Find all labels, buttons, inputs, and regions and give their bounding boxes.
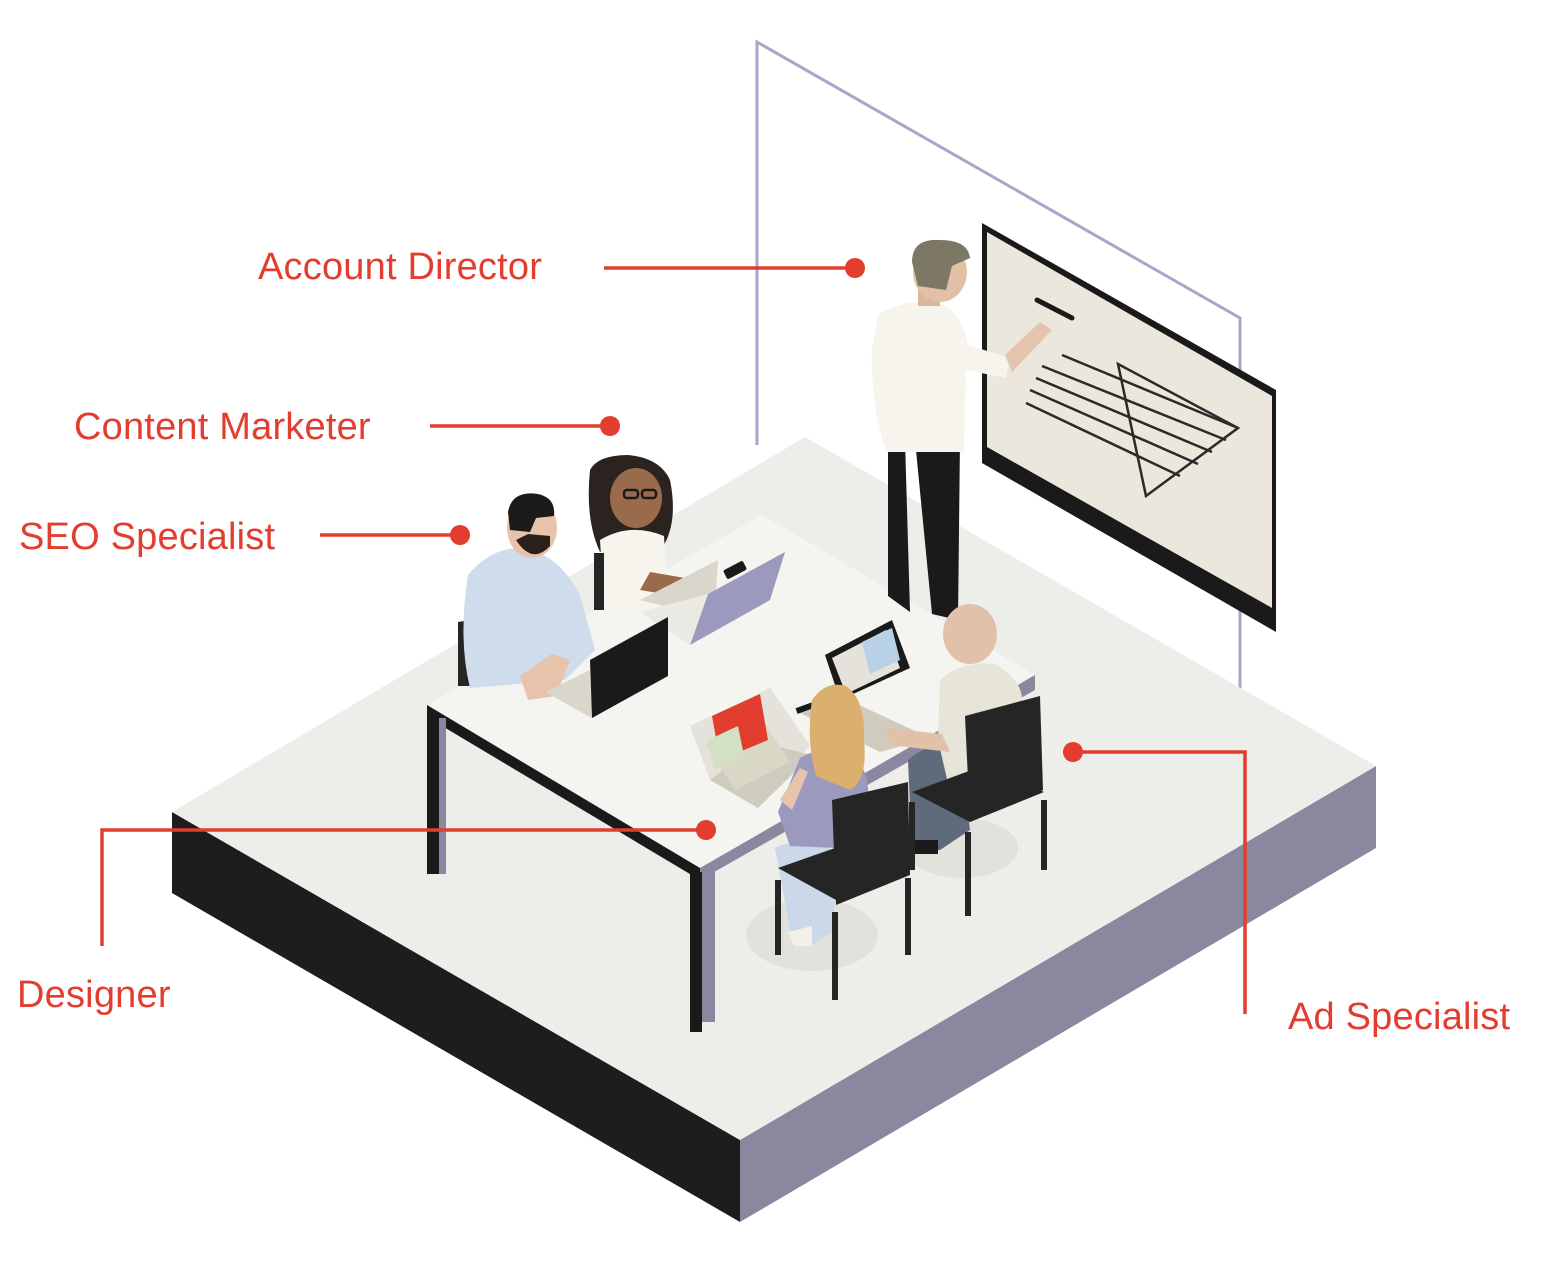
label-account-director: Account Director (258, 246, 543, 288)
chair-designer (775, 782, 911, 1000)
label-seo-specialist: SEO Specialist (19, 516, 276, 558)
account-director-figure (871, 239, 1075, 620)
callout-dot-account-director (845, 258, 865, 278)
chair-ad-specialist (909, 696, 1047, 916)
laptop-purple (640, 552, 785, 645)
label-designer: Designer (17, 974, 171, 1016)
callout-line-ad-specialist (1073, 750, 1247, 1014)
callout-dot-content-marketer (600, 416, 620, 436)
label-content-marketer: Content Marketer (74, 406, 371, 448)
callout-line-designer (100, 828, 706, 946)
whiteboard (982, 223, 1276, 632)
callouts (100, 258, 1247, 1014)
label-ad-specialist: Ad Specialist (1288, 996, 1511, 1038)
laptop-designer (690, 688, 812, 808)
phone (723, 561, 747, 579)
callout-dot-ad-specialist (1063, 742, 1083, 762)
laptop-black (545, 617, 668, 718)
callout-dot-seo-specialist (450, 525, 470, 545)
callout-dot-designer (696, 820, 716, 840)
seo-specialist-figure (458, 493, 595, 700)
